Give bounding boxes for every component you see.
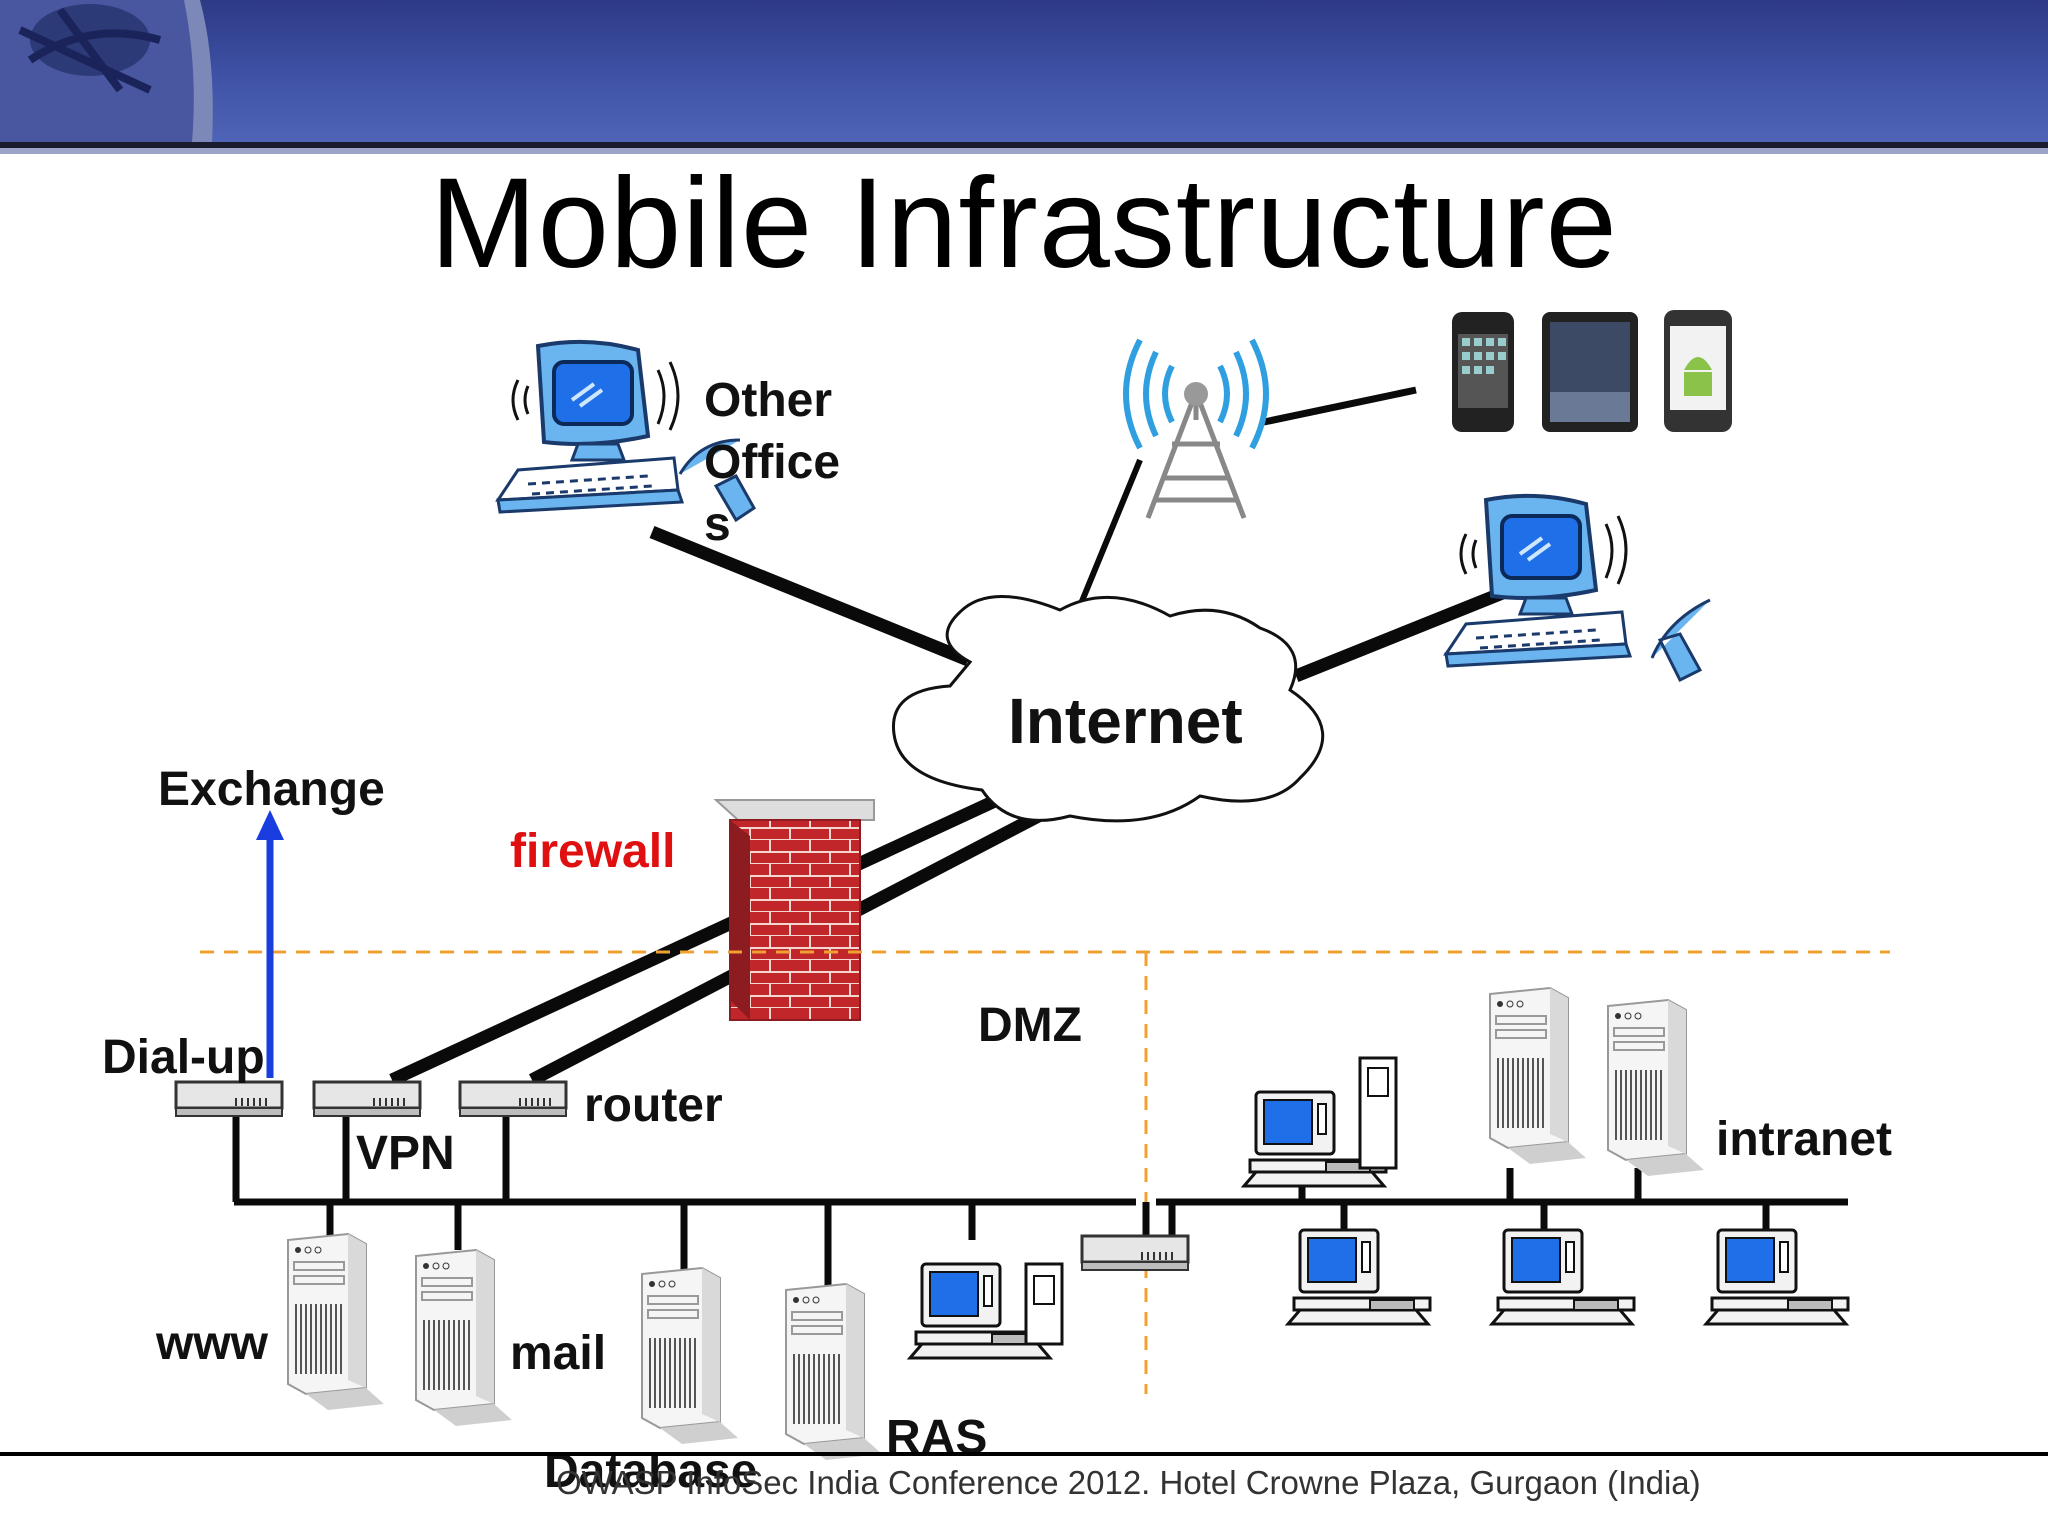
label-ras: RAS — [886, 1411, 988, 1464]
label-exchange: Exchange — [158, 763, 385, 816]
intranet-server-icon — [1607, 999, 1705, 1177]
intranet-server-icon — [1489, 987, 1587, 1165]
tower-link — [1077, 458, 1143, 608]
android-phone-icon — [1664, 310, 1732, 432]
label-vpn: VPN — [356, 1127, 455, 1180]
cloud-icon — [891, 595, 1325, 823]
label-other-offices-line2: Office — [704, 436, 841, 489]
remote-computer-icon — [1444, 493, 1632, 668]
desktop-computer-icon — [1024, 1262, 1064, 1346]
ipad-icon — [1542, 312, 1638, 432]
radio-tower-icon — [1123, 338, 1269, 519]
other-offices-computer-icon — [496, 339, 684, 514]
intranet-workstation-icon — [1286, 1228, 1432, 1326]
arrow-head-icon — [256, 810, 284, 840]
wireless-link — [1263, 386, 1417, 426]
intranet-workstation-icon — [1704, 1228, 1850, 1326]
header-rule-light — [0, 148, 2048, 154]
label-router: router — [584, 1079, 723, 1132]
label-firewall: firewall — [510, 825, 676, 878]
label-intranet: intranet — [1716, 1113, 1893, 1166]
brick-wall-icon — [713, 799, 875, 1021]
iphone-icon — [1452, 312, 1514, 432]
header-bar — [0, 0, 2048, 142]
lan-bus — [232, 1116, 1848, 1292]
mail-server-icon — [415, 1249, 513, 1427]
vpn-router-icon — [312, 1080, 422, 1118]
ras-server-icon — [785, 1283, 883, 1461]
label-www: www — [156, 1317, 269, 1370]
router-device-icon — [458, 1080, 568, 1118]
label-other-offices: Other Office s — [704, 370, 840, 556]
label-other-offices-line1: Other — [704, 374, 833, 427]
database-server-icon — [641, 1267, 739, 1445]
header-rule — [0, 142, 2048, 148]
desktop-computer-icon — [1358, 1056, 1398, 1170]
mouse-icon — [1650, 598, 1711, 683]
label-dial-up: Dial-up — [102, 1031, 265, 1084]
dial-up-router-icon — [174, 1080, 284, 1118]
footer-text: OWASP InfoSec India Conference 2012. Hot… — [556, 1464, 1701, 1501]
label-internet: Internet — [1008, 685, 1243, 757]
footer-rule — [0, 1452, 2048, 1456]
www-server-icon — [287, 1233, 385, 1411]
page-title: Mobile Infrastructure — [430, 152, 1618, 295]
internal-router-icon — [1080, 1234, 1190, 1272]
label-mail: mail — [510, 1327, 607, 1380]
mouse-icon — [678, 438, 756, 523]
intranet-workstation-icon — [1490, 1228, 1636, 1326]
label-other-offices-line3: s — [704, 498, 731, 551]
owasp-wasp-logo-icon — [0, 0, 213, 142]
label-dmz: DMZ — [978, 999, 1082, 1052]
network-links — [389, 525, 1513, 1086]
